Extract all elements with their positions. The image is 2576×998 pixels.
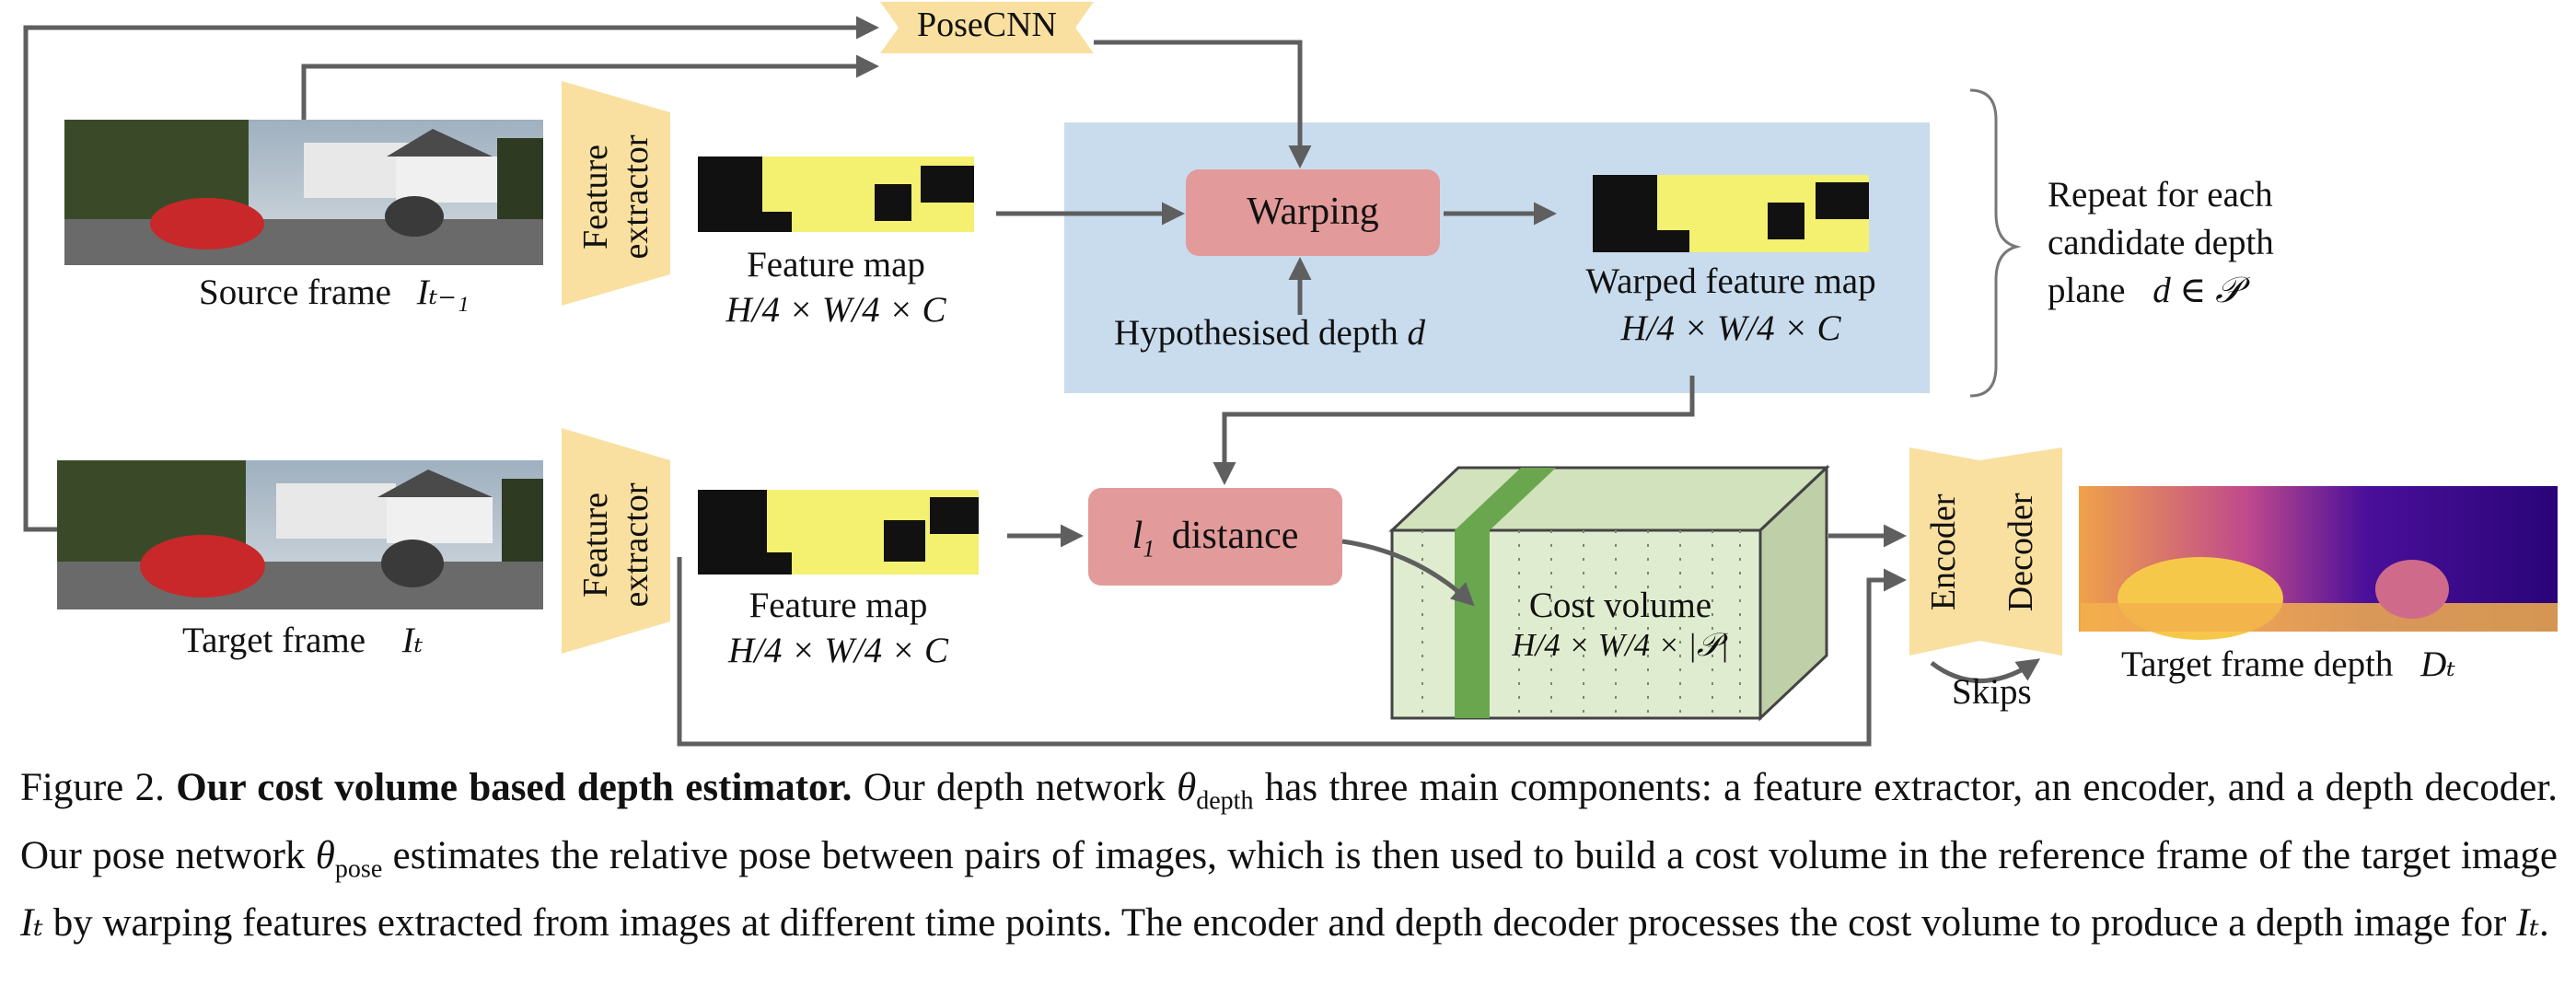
decoder-block [1979, 447, 2062, 656]
cost-volume-block [1388, 464, 1830, 722]
caption-theta-depth: θ [1177, 766, 1197, 809]
feature-extractor-top [562, 81, 670, 306]
repeat-line3-row: plane d ∈ 𝒫 [2048, 267, 2274, 315]
arrow-posecnn-to-warping [1094, 40, 1312, 168]
cost-volume-label: Cost volume H/4 × W/4 × |𝒫| [1482, 586, 1758, 664]
encoder-label: Encoder [1924, 493, 1964, 611]
l1-distance-block [1088, 488, 1342, 586]
repeat-line3: plane [2048, 271, 2126, 310]
target-frame-image [57, 460, 543, 609]
feature-extractor-top-line1: Feature [576, 145, 615, 250]
skips-label: Skips [1952, 672, 2032, 712]
feature-map-bottom-title: Feature map [748, 586, 928, 625]
hypothesised-depth-symbol: d [1407, 313, 1425, 353]
caption-prefix: Figure 2. [20, 766, 165, 809]
feature-extractor-bottom-label: Feature extractor [575, 435, 656, 656]
feature-map-top-dims: H/4 × W/4 × C [725, 289, 946, 330]
target-frame-label: Target frame Iₜ [182, 621, 423, 662]
l1-text: distance [1171, 515, 1299, 557]
posecnn-label: PoseCNN [916, 6, 1058, 44]
figure-caption: Figure 2. Our cost volume based depth es… [20, 760, 2558, 950]
warping-region [1064, 122, 1930, 393]
feature-map-top-image [698, 157, 974, 232]
arrow-target-to-posecnn [23, 16, 879, 532]
feature-extractor-top-label: Feature extractor [575, 87, 656, 308]
target-depth-text: Target frame depth [2121, 644, 2394, 684]
warped-feature-map-dims: H/4 × W/4 × C [1620, 308, 1841, 348]
warping-block [1186, 169, 1440, 256]
feature-map-top-label: Feature map H/4 × W/4 × C [698, 245, 974, 331]
caption-it-1: Iₜ [20, 901, 43, 946]
l1-symbol: l [1131, 515, 1143, 557]
arrow-l1-to-cost-volume [1341, 539, 1475, 607]
arrow-warped-to-l1 [1213, 376, 1695, 485]
caption-s4: by warping features extracted from image… [52, 901, 2507, 946]
hypothesised-depth-label: Hypothesised depth d [1114, 313, 1425, 354]
feature-map-top-title: Feature map [747, 245, 925, 284]
l1-subscript: 1 [1143, 535, 1155, 563]
target-frame-depth-image [2079, 486, 2558, 640]
warped-feature-map-title: Warped feature map [1585, 261, 1876, 301]
target-depth-label: Target frame depth Dₜ [2121, 644, 2455, 686]
caption-it-2: Iₜ [2516, 901, 2540, 946]
caption-sub-depth: depth [1196, 786, 1254, 816]
repeat-symbol: d ∈ 𝒫 [2152, 271, 2242, 310]
arrow-feature-skip-to-encoder [677, 557, 1907, 747]
repeat-line1: Repeat for each [2048, 175, 2273, 215]
target-frame-symbol: Iₜ [401, 621, 424, 660]
caption-s3: estimates the relative pose between pair… [392, 833, 2559, 877]
feature-map-bottom-dims: H/4 × W/4 × C [728, 630, 948, 670]
arrow-source-to-posecnn [301, 54, 879, 120]
decoder-label: Decoder [2002, 493, 2041, 612]
feature-extractor-bottom [562, 428, 670, 654]
source-frame-symbol: Iₜ₋₁ [416, 273, 470, 312]
warped-feature-map-label: Warped feature map H/4 × W/4 × C [1556, 261, 1906, 350]
caption-theta-pose: θ [315, 833, 335, 877]
repeat-line2: candidate depth [2048, 223, 2274, 262]
target-frame-text: Target frame [182, 621, 366, 660]
feature-extractor-bottom-line2: extractor [617, 482, 656, 608]
feature-map-bottom-label: Feature map H/4 × W/4 × C [698, 586, 979, 672]
feature-extractor-top-line2: extractor [617, 134, 656, 260]
source-frame-image [64, 120, 543, 265]
caption-s1: Our depth network [863, 766, 1166, 809]
feature-map-bottom-image [698, 490, 979, 574]
caption-sub-pose: pose [334, 854, 383, 884]
source-frame-label: Source frame Iₜ₋₁ [199, 273, 469, 314]
cost-volume-dims: H/4 × W/4 × |𝒫| [1512, 626, 1729, 663]
arrow-skips [1930, 658, 2041, 683]
hypothesised-depth-text: Hypothesised depth [1114, 313, 1398, 353]
caption-s2: has three main components: a feature ext… [20, 766, 2558, 877]
repeat-brace [1969, 88, 2022, 398]
figure-2-diagram: PoseCNN Feature extractor Feature extrac… [23, 2, 2558, 747]
caption-title: Our cost volume based depth estimator. [176, 766, 853, 809]
warping-label: Warping [1247, 191, 1379, 233]
warped-feature-map-image [1593, 175, 1869, 252]
posecnn-block [880, 2, 1094, 53]
cost-volume-title: Cost volume [1528, 586, 1712, 625]
l1-distance-label: l1 distance [1088, 514, 1342, 563]
source-frame-text: Source frame [199, 273, 391, 312]
feature-extractor-bottom-line1: Feature [576, 493, 615, 598]
encoder-block [1909, 447, 1979, 656]
caption-end: . [2539, 901, 2549, 946]
repeat-label: Repeat for each candidate depth plane d … [2048, 171, 2274, 315]
target-depth-symbol: Dₜ [2420, 644, 2455, 684]
